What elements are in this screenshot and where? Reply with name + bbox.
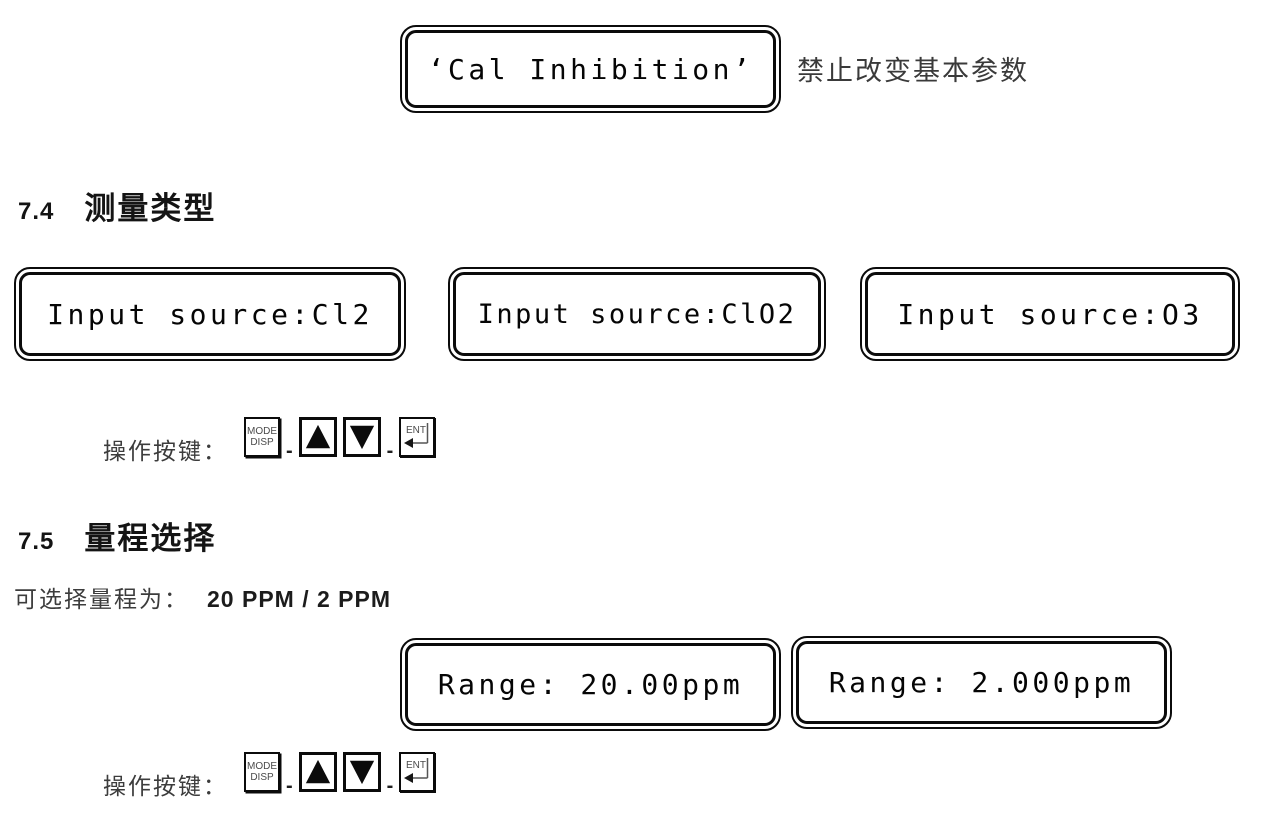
lcd-text-cal-inhibition: ‘Cal Inhibition’ xyxy=(405,30,776,108)
key-separator: - xyxy=(386,775,394,797)
range-note-line: 可选择量程为： 20 PPM / 2 PPM xyxy=(14,580,391,614)
lcd-display-range-20ppm: Range: 20.00ppm xyxy=(400,638,781,731)
section-number: 7.4 xyxy=(18,198,55,225)
mode-key-line2: DISP xyxy=(250,772,274,783)
section-title: 量程选择 xyxy=(84,521,217,556)
up-key xyxy=(298,417,337,457)
range-note-value: 20 PPM / 2 PPM xyxy=(207,586,392,612)
key-separator: - xyxy=(386,440,394,462)
mode-key-line2: DISP xyxy=(250,437,274,448)
down-triangle-icon xyxy=(349,425,374,450)
ent-key-label: ENT xyxy=(406,760,426,771)
ent-key-label: ENT xyxy=(406,425,426,436)
enter-return-icon: ENT xyxy=(404,423,429,448)
key-separator: - xyxy=(286,775,293,797)
operation-keys-row-2: 操作按键： MODE DISP - - ENT xyxy=(103,752,436,801)
down-key xyxy=(342,752,381,792)
down-triangle-icon xyxy=(349,760,374,785)
up-key xyxy=(298,752,337,792)
ent-key: ENT xyxy=(399,417,436,457)
section-7-4-heading: 7.4 测量类型 xyxy=(18,183,216,228)
section-7-5-heading: 7.5 量程选择 xyxy=(18,513,216,558)
range-note-label: 可选择量程为： xyxy=(14,586,189,612)
cal-inhibition-note: 禁止改变基本参数 xyxy=(797,56,1029,86)
operation-keys-label: 操作按键： xyxy=(103,438,228,464)
up-triangle-icon xyxy=(305,759,330,784)
lcd-text-input-o3: Input source:O3 xyxy=(865,272,1235,356)
lcd-text-range-20ppm: Range: 20.00ppm xyxy=(405,643,776,726)
lcd-display-range-2ppm: Range: 2.000ppm xyxy=(791,636,1172,729)
ent-key: ENT xyxy=(399,752,436,792)
mode-disp-key: MODE DISP xyxy=(244,417,280,457)
lcd-display-input-clo2: Input source:ClO2 xyxy=(448,267,826,361)
up-triangle-icon xyxy=(305,424,330,449)
mode-disp-key: MODE DISP xyxy=(244,752,280,792)
operation-keys-row-1: 操作按键： MODE DISP - - ENT xyxy=(103,417,436,466)
operation-keys-label: 操作按键： xyxy=(103,773,228,799)
down-key xyxy=(342,417,381,457)
lcd-text-range-2ppm: Range: 2.000ppm xyxy=(796,641,1167,724)
lcd-display-input-o3: Input source:O3 xyxy=(860,267,1240,361)
lcd-text-input-clo2: Input source:ClO2 xyxy=(453,272,821,356)
enter-return-icon: ENT xyxy=(404,758,429,783)
mode-key-line1: MODE xyxy=(247,425,277,437)
section-number: 7.5 xyxy=(18,528,55,555)
lcd-display-cal-inhibition: ‘Cal Inhibition’ xyxy=(400,25,781,113)
lcd-display-input-cl2: Input source:Cl2 xyxy=(14,267,406,361)
mode-key-line1: MODE xyxy=(247,760,277,772)
key-separator: - xyxy=(286,440,293,462)
section-title: 测量类型 xyxy=(84,191,217,226)
lcd-text-input-cl2: Input source:Cl2 xyxy=(19,272,401,356)
